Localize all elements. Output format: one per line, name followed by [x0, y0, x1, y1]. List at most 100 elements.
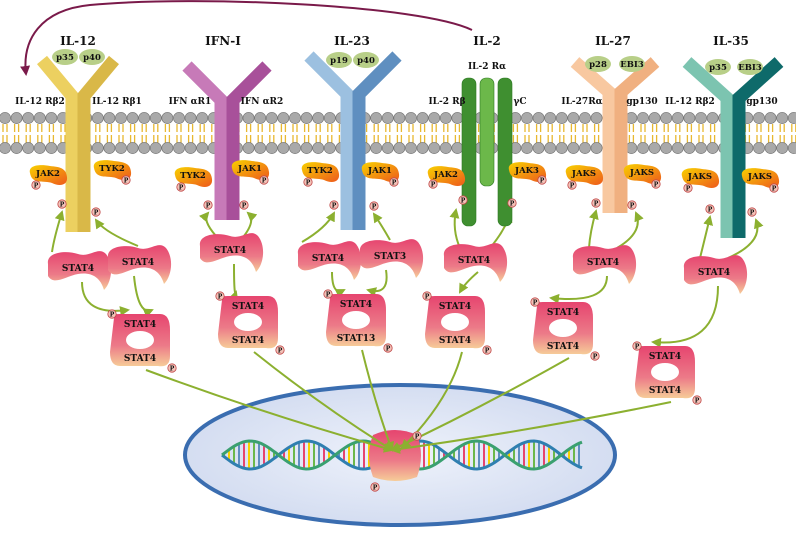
kinase-shape: [361, 162, 400, 182]
lipid-head: [753, 142, 765, 154]
lipid-head: [103, 142, 116, 154]
phosphate-icon: P: [239, 200, 249, 210]
kinase: JAK3: [508, 162, 547, 182]
phosphate-icon: P: [591, 198, 601, 208]
lipid-tail: [95, 124, 101, 143]
subunit-shape: [79, 49, 105, 65]
lipid-head: [764, 112, 777, 124]
phosphate-icon: P: [458, 195, 468, 205]
lipid-head: [22, 112, 35, 124]
phosphate-glyph: P: [110, 311, 115, 318]
phosphate-glyph: P: [695, 397, 700, 404]
phosphate-circle: [275, 345, 285, 355]
lipid-head: [555, 142, 568, 154]
lipid-tail: [593, 124, 600, 143]
receptor-chain-left: [304, 51, 354, 230]
phosphate-icon: P: [107, 309, 117, 319]
lipid-head: [277, 112, 290, 124]
lipid-head: [660, 142, 673, 154]
lipid-head: [45, 142, 58, 154]
kinase: JAK2: [427, 166, 466, 186]
kinase-label: JAKS: [571, 169, 596, 179]
stat-label: STAT4: [122, 258, 154, 268]
phosphate-glyph: P: [60, 201, 65, 208]
receptor-label: γC: [513, 97, 526, 107]
subunit-label: p35: [56, 53, 74, 63]
kinase-label: JAK2: [35, 169, 60, 179]
stat-label: STAT4: [698, 268, 730, 278]
subunit-shape: [705, 59, 731, 75]
phosphate-circle: [389, 177, 399, 187]
stat-dimer-shape: [326, 294, 386, 347]
stat-dimer-top-label: STAT4: [232, 302, 264, 312]
phosphate-icon: P: [383, 343, 393, 353]
phosphate-circle: [591, 198, 601, 208]
lipid-head: [532, 142, 545, 154]
cytokine-name: IL-12: [60, 34, 96, 48]
stat-dimer-top-label: STAT4: [340, 300, 372, 310]
phosphate-circle: [203, 200, 213, 210]
stat-dimer-top-label: STAT4: [547, 308, 579, 318]
phosphate-icon: P: [369, 201, 379, 211]
phosphate-circle: [530, 297, 540, 307]
subunit-shape: [737, 59, 763, 75]
lipid-tail: [292, 124, 298, 143]
lipid-head: [103, 112, 116, 124]
receptor-label: IL-12 Rβ2: [665, 97, 715, 107]
stat-shape: [443, 243, 508, 282]
lipid-tail: [535, 124, 542, 143]
kinase-shape: [681, 168, 720, 188]
phosphate-icon: P: [215, 291, 225, 301]
lipid-head: [787, 142, 796, 154]
phosphate-icon: P: [422, 291, 432, 301]
stat-dimer-top-label: STAT4: [439, 302, 471, 312]
stat-dimer-shape: [425, 296, 485, 349]
lipid-head: [0, 142, 11, 154]
kinase-shape: [174, 167, 213, 187]
stat-shape: [47, 251, 112, 290]
phosphate-circle: [507, 198, 517, 208]
cytokine-subunit: p28: [585, 56, 611, 72]
lipid-head: [265, 112, 278, 124]
arrow: [651, 285, 719, 348]
kinase-shape: [29, 165, 68, 185]
stat-dimer-top-label: STAT4: [124, 320, 156, 330]
stat-dimer-bottom-label: STAT13: [337, 334, 375, 344]
arrow: [390, 401, 672, 454]
phosphate-glyph: P: [654, 181, 659, 188]
lipid-head: [648, 112, 661, 124]
stat-monomer: STAT4: [107, 245, 172, 284]
lipid-head: [149, 142, 162, 154]
subunit-shape: [585, 56, 611, 72]
phosphate-glyph: P: [278, 347, 283, 354]
lipid-head: [196, 142, 209, 154]
lipid-head: [590, 112, 603, 124]
lipid-head: [544, 112, 557, 124]
lipid-tail: [570, 124, 577, 143]
lipid-head: [370, 142, 383, 154]
phosphate-glyph: P: [124, 177, 129, 184]
lipid-head: [776, 112, 789, 124]
phosphate-glyph: P: [94, 209, 99, 216]
phosphate-circle: [369, 201, 379, 211]
arrow: [228, 263, 239, 302]
kinase-shape: [427, 166, 466, 186]
phosphate-icon: P: [651, 179, 661, 189]
cytokine-subunit: p35: [52, 49, 78, 65]
stat-dimer-shape: [110, 314, 170, 367]
receptor-chain-left: [37, 55, 79, 232]
kinase: JAKS: [565, 165, 604, 185]
lipid-tail: [779, 124, 785, 143]
phosphate-icon: P: [683, 183, 693, 193]
lipid-tail: [48, 124, 55, 143]
kinase-shape: [565, 165, 604, 185]
arrow: [727, 218, 764, 259]
stat-monomer: STAT3: [359, 239, 424, 278]
phosphate-circle: [107, 309, 117, 319]
lipid-tail: [709, 124, 716, 143]
phosphate-icon: P: [482, 345, 492, 355]
